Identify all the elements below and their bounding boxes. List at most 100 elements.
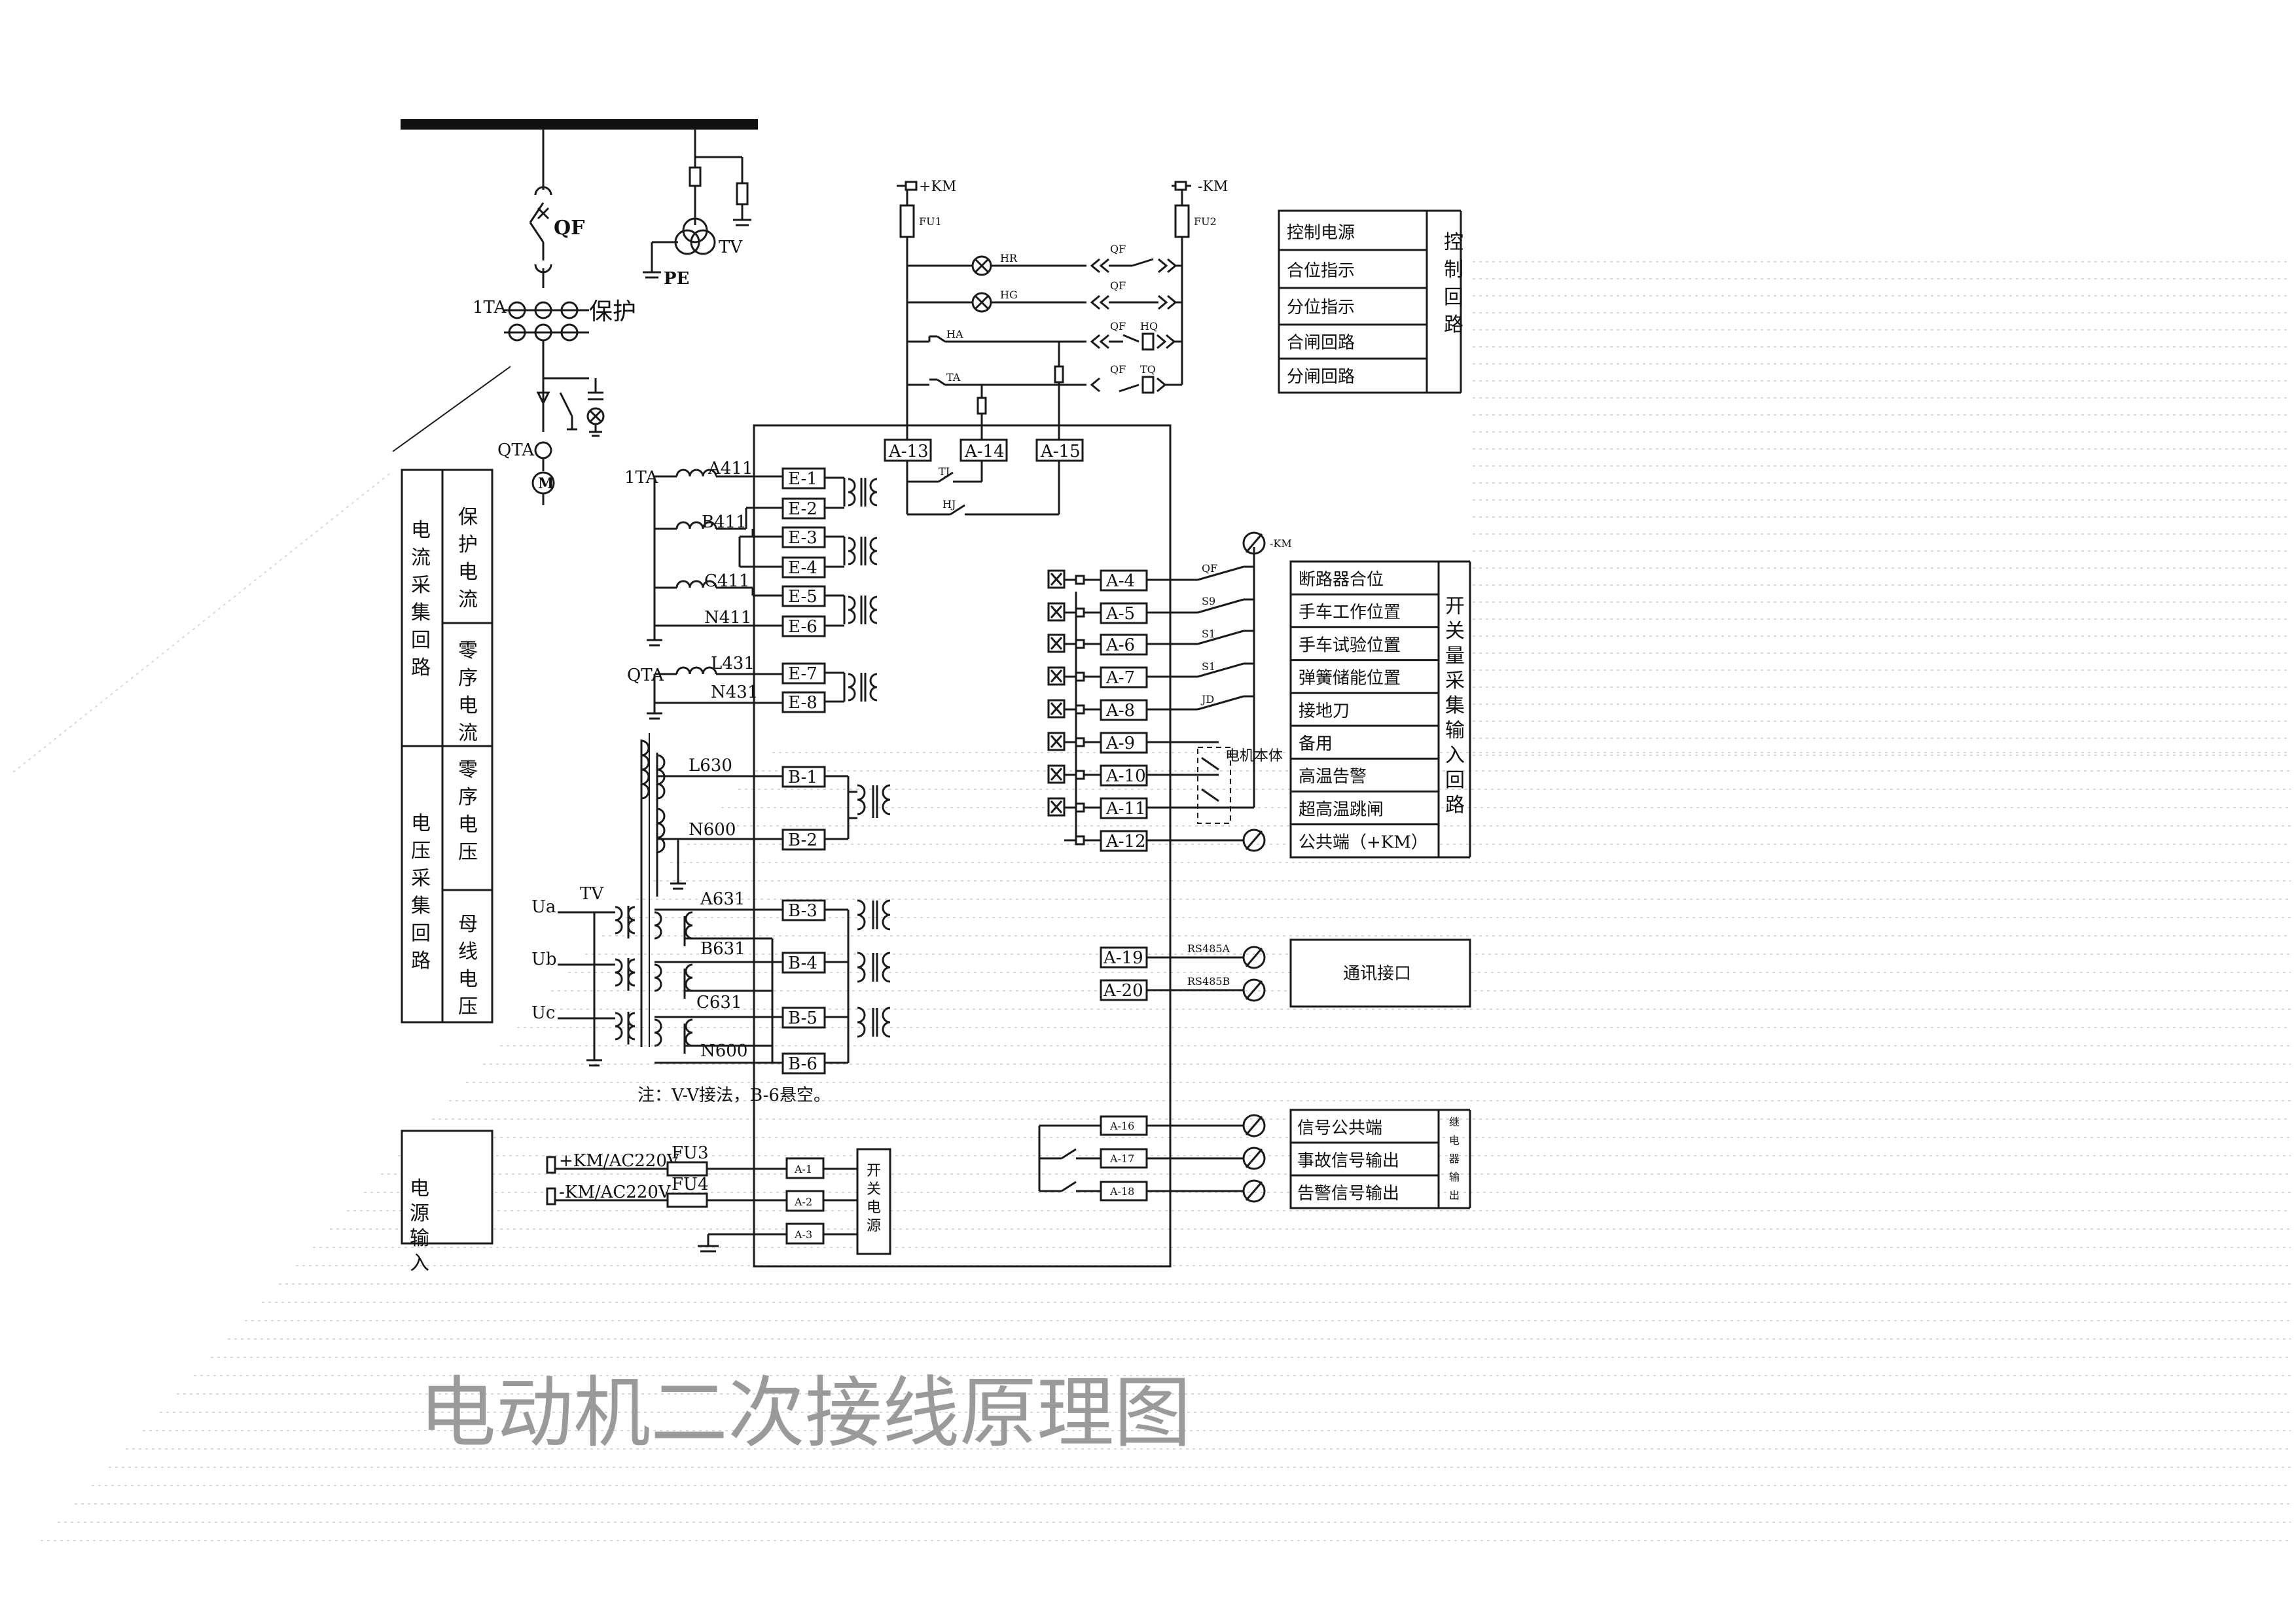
terminal-e-4-label: E-4 — [788, 558, 817, 578]
qf-ta-label: QF — [1110, 363, 1126, 376]
terminal-b-3-label: B-3 — [788, 901, 817, 921]
terminal-a-7-label: A-7 — [1105, 668, 1135, 688]
qta-label: QTA — [627, 666, 664, 685]
di-contact-s1a: S1 — [1202, 628, 1215, 640]
voltage-input-loop: L630 N600 TV Ua Ub Uc A631 B631 C631 N60… — [531, 756, 831, 1105]
terminal-a-11 — [1100, 797, 1148, 819]
n600a-label: N600 — [689, 820, 736, 840]
terminal-a-8-label: A-8 — [1105, 701, 1135, 721]
comm-circuit: A-19 A-20 RS485A RS485B 通讯接口 — [1100, 938, 1471, 1008]
b631-label: B631 — [700, 939, 745, 959]
terminal-a13: A-13 — [888, 442, 929, 461]
terminal-a19: A-19 — [1103, 948, 1143, 968]
di-row-6: 高温告警 — [1299, 767, 1367, 787]
terminal-a-9-label: A-9 — [1105, 734, 1135, 753]
1ta-primary-label: 1TA — [473, 298, 507, 317]
digital-input-circuit: -KM QF S9 S1 S1 JD 电机本体 A-4A-5A-6A-7A-8A… — [1047, 531, 1292, 852]
relay-side-label: 继电器输出 — [1449, 1116, 1460, 1202]
ha-label: HA — [946, 328, 963, 340]
terminal-a1: A-1 — [794, 1163, 812, 1175]
di-minus-km-label: -KM — [1270, 537, 1292, 550]
tv-primary-label: TV — [719, 238, 743, 257]
qf-hg-label: QF — [1110, 279, 1126, 292]
terminal-e-5 — [781, 585, 826, 607]
motor-body-box — [1197, 747, 1231, 824]
label-zero-current: 零序电流 — [458, 639, 478, 745]
terminal-a-12 — [1100, 830, 1148, 852]
terminal-b-5-label: B-5 — [788, 1008, 817, 1028]
tv-label: TV — [580, 884, 604, 904]
current-transformer-1ta — [504, 301, 589, 342]
di-table: 断路器合位手车工作位置手车试验位置弹簧储能位置接地刀备用高温告警超高温跳闸公共端… — [1289, 560, 1471, 859]
ua-label: Ua — [531, 897, 556, 917]
label-voltage-loop: 电压采集回路 — [411, 812, 431, 972]
power-plus-label: +KM/AC220V — [559, 1151, 680, 1171]
terminal-a-4 — [1100, 569, 1148, 592]
protect-label: 保护 — [589, 298, 636, 325]
primary-circuit: QF 1TA 保护 QTA M — [392, 119, 758, 505]
qf-hr-label: QF — [1110, 243, 1126, 255]
di-row-5: 备用 — [1299, 734, 1333, 754]
n411-label: N411 — [704, 608, 751, 628]
terminal-b-1-label: B-1 — [788, 768, 817, 787]
relay-row-1: 事故信号输出 — [1297, 1151, 1399, 1171]
terminal-a16: A-16 — [1109, 1120, 1134, 1132]
switch-psu-label: 开关电源 — [867, 1163, 881, 1234]
l630-label: L630 — [689, 756, 732, 776]
vv-note: 注：V-V接法，B-6悬空。 — [637, 1086, 831, 1105]
di-row-0: 断路器合位 — [1299, 570, 1384, 590]
terminal-a-11-label: A-11 — [1105, 799, 1146, 819]
plus-km-label: +KM — [919, 179, 956, 195]
dc-control-circuit: +KM FU1 -KM FU2 HR QF HG QF — [897, 179, 1228, 432]
l431-label: L431 — [711, 654, 755, 673]
hg-label: HG — [1000, 289, 1018, 301]
control-row-1: 合位指示 — [1287, 261, 1355, 281]
di-row-8: 公共端（+KM） — [1299, 833, 1428, 853]
di-contact-s9: S9 — [1202, 595, 1215, 607]
terminal-b-2 — [781, 829, 826, 851]
control-row-0: 控制电源 — [1287, 223, 1355, 243]
terminal-e-7-label: E-7 — [788, 664, 817, 684]
terminal-b-4-label: B-4 — [788, 954, 817, 973]
control-row-3: 合闸回路 — [1287, 333, 1355, 353]
comm-interface-label: 通讯接口 — [1343, 964, 1411, 984]
terminal-b-3 — [781, 899, 826, 921]
di-row-3: 弹簧储能位置 — [1299, 669, 1401, 688]
uc-label: Uc — [531, 1003, 555, 1023]
terminal-a-5-label: A-5 — [1105, 604, 1135, 624]
c631-label: C631 — [696, 993, 742, 1012]
diagram-title: 电动机二次接线原理图 — [419, 1368, 1191, 1458]
fu4-label: FU4 — [672, 1175, 709, 1194]
di-side-label: 开关量采集输入回路 — [1445, 595, 1465, 817]
1ta-label: 1TA — [624, 468, 658, 488]
hq-label: HQ — [1140, 320, 1158, 332]
di-row-4: 接地刀 — [1299, 702, 1350, 721]
terminal-a20: A-20 — [1103, 981, 1143, 1001]
control-table: 控制电源 合位指示 分位指示 合闸回路 分闸回路 控制回路 — [1278, 209, 1463, 394]
terminal-a-6-label: A-6 — [1105, 635, 1135, 655]
current-input-loop: 1TA A411 B411 C411 N411 QTA L431 N431 — [624, 459, 758, 702]
terminal-e-1-label: E-1 — [788, 469, 817, 489]
label-power-input: 电源输入 — [410, 1177, 429, 1275]
terminal-a15: A-15 — [1040, 442, 1081, 461]
terminal-a2: A-2 — [794, 1196, 812, 1208]
minus-km-label: -KM — [1198, 179, 1228, 195]
label-bus-voltage: 母线电压 — [458, 913, 478, 1018]
qf-label: QF — [554, 217, 584, 240]
terminal-a17: A-17 — [1109, 1152, 1134, 1165]
terminal-a-12-label: A-12 — [1105, 832, 1146, 851]
control-side-label: 控制回路 — [1444, 231, 1463, 336]
ta-label: TA — [946, 371, 961, 383]
qta-primary-label: QTA — [497, 440, 535, 460]
hr-label: HR — [1000, 252, 1018, 264]
a631-label: A631 — [700, 889, 745, 909]
relay-output-circuit: A-16 A-17 A-18 信号公共端 事故信号输出 告警信号输出 继电器输出 — [1038, 1109, 1471, 1209]
terminal-a-10-label: A-10 — [1105, 766, 1146, 786]
b-terminal-group: B-1B-2B-3B-4B-5B-6 — [558, 733, 891, 1075]
control-row-2: 分位指示 — [1287, 298, 1355, 317]
di-contact-jd: JD — [1200, 693, 1214, 705]
terminal-a-4-label: A-4 — [1105, 571, 1135, 591]
relay-row-2: 告警信号输出 — [1297, 1184, 1399, 1204]
n600b-label: N600 — [700, 1041, 747, 1061]
rs485a-label: RS485A — [1187, 942, 1230, 955]
